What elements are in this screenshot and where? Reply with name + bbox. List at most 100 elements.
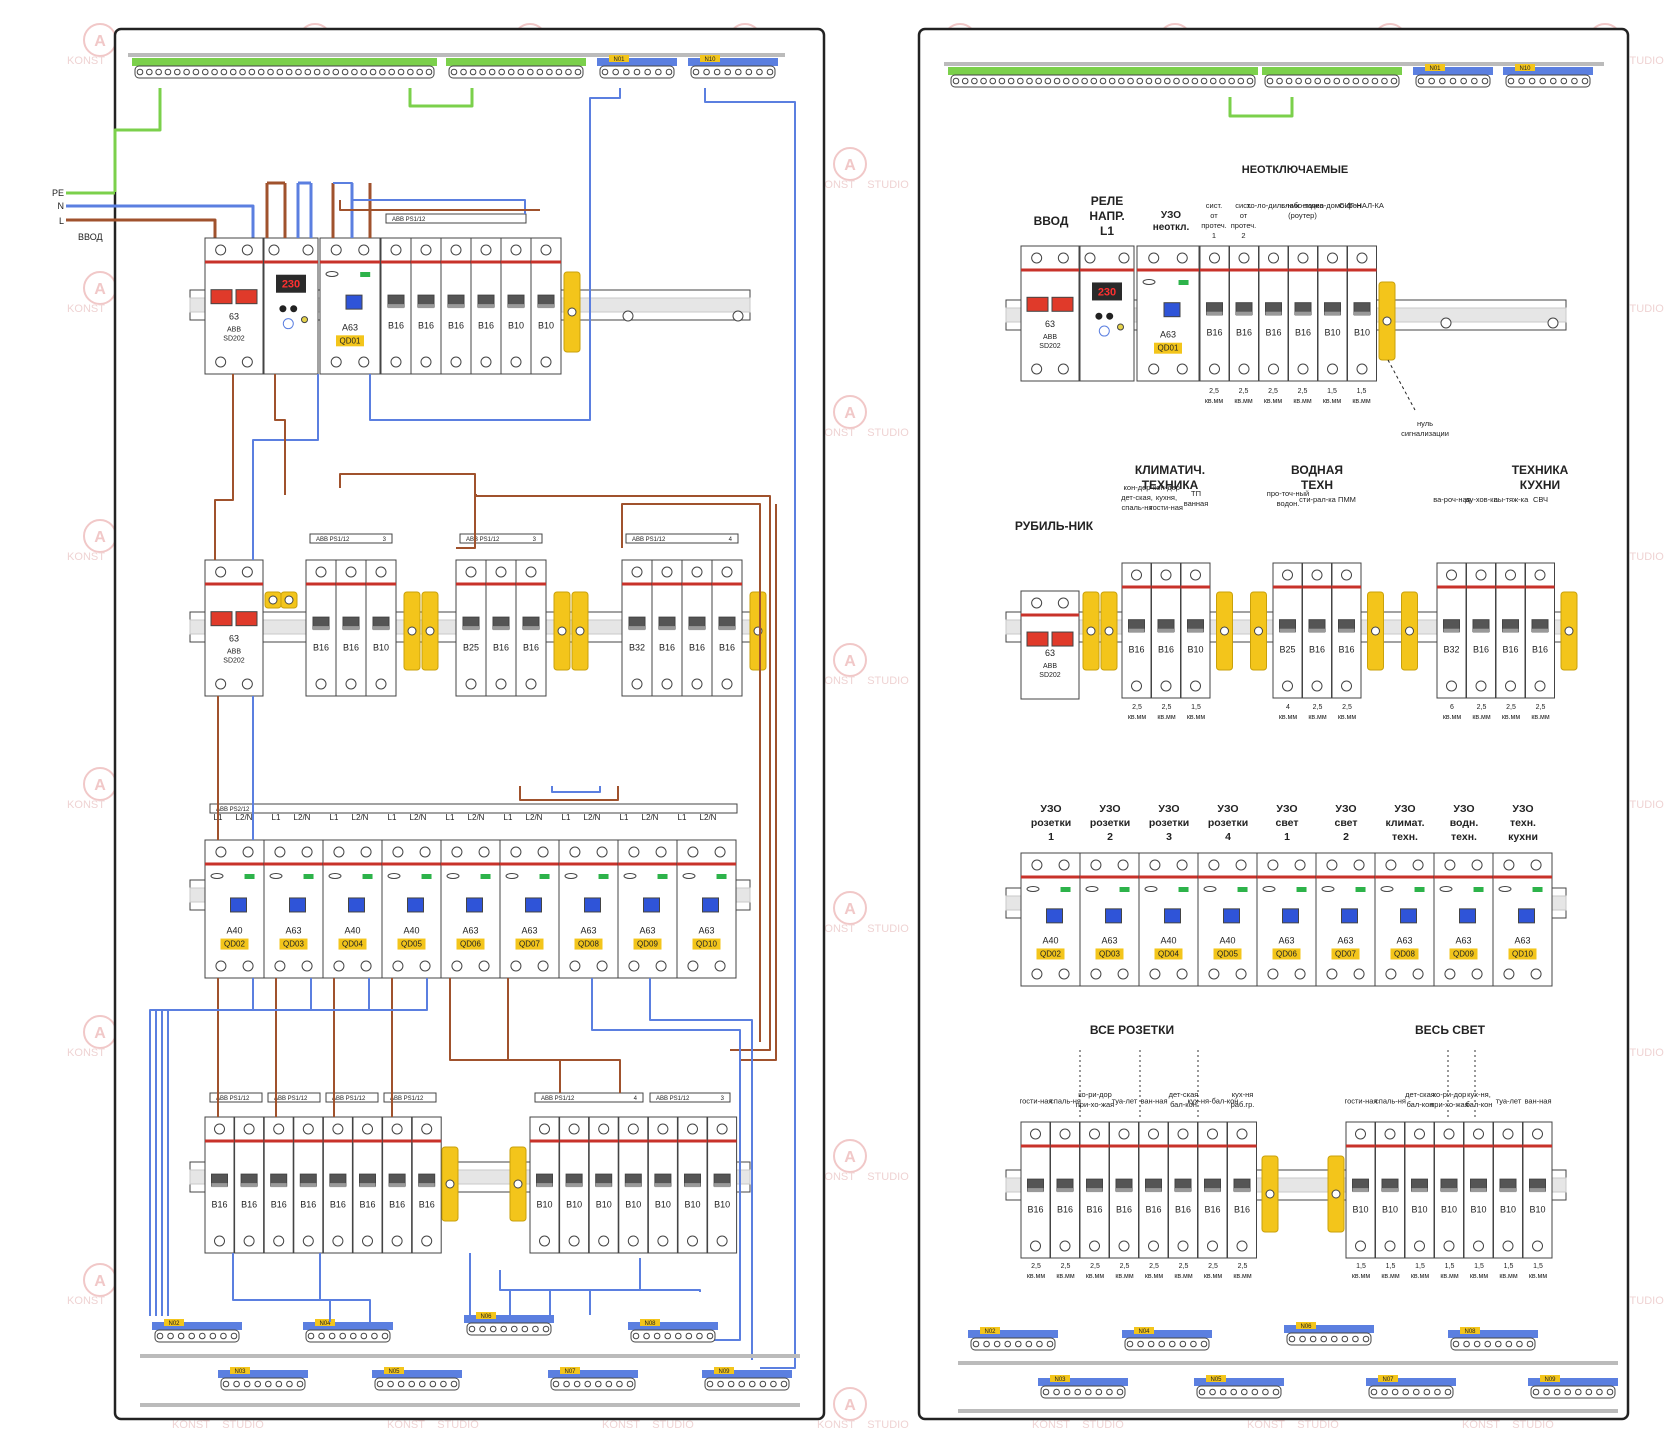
relay-body xyxy=(263,237,319,375)
busbar-tag-bg xyxy=(1206,1375,1226,1382)
busbar-screw xyxy=(230,1332,238,1340)
terminal-screw xyxy=(1148,363,1160,375)
n-drop-wire xyxy=(589,1289,701,1315)
terminal-screw xyxy=(358,356,370,368)
busbar-screw xyxy=(696,1332,703,1340)
terminal-screw xyxy=(1282,680,1293,692)
end-stop-screw xyxy=(567,307,577,317)
rcd-rating: A63 xyxy=(639,926,655,936)
busbar-screw xyxy=(1481,77,1489,85)
rcd-toggle xyxy=(230,897,247,913)
busbar-body xyxy=(550,1377,636,1391)
terminal-screw xyxy=(539,1123,550,1135)
end-stop xyxy=(264,591,282,609)
end-stop-screw xyxy=(1254,626,1263,636)
breaker-rating: B16 xyxy=(448,320,464,330)
terminal-screw xyxy=(1268,363,1279,375)
busbar-tag-bg xyxy=(1378,1375,1398,1382)
breaker-rating: B16 xyxy=(689,642,705,652)
terminal-screw xyxy=(510,846,522,858)
busbar-screw xyxy=(1200,1340,1208,1348)
row4-breaker: B16 xyxy=(411,1116,442,1254)
busbar-tag-bg xyxy=(714,1367,734,1374)
busbar-screw xyxy=(381,1332,389,1340)
busbar-screw xyxy=(532,1325,539,1333)
row2-breaker: B16 xyxy=(1525,562,1555,699)
main-breaker-model: SD202 xyxy=(223,658,245,665)
terminal-screw xyxy=(419,846,431,858)
breaker-rating: B10 xyxy=(1352,1204,1368,1214)
watermark-letter: A xyxy=(844,405,856,422)
terminal-screw xyxy=(1297,252,1309,264)
busbar-screw xyxy=(1036,1340,1043,1348)
row1-breaker: B10 xyxy=(1347,245,1377,382)
end-stop xyxy=(280,591,298,609)
breaker-rating: B25 xyxy=(1279,645,1295,655)
terminal-screw xyxy=(1238,252,1250,264)
busbar-screw xyxy=(376,1380,384,1388)
terminal-screw xyxy=(302,1123,314,1135)
busbar-screw xyxy=(146,68,153,76)
row4-breaker: B16 xyxy=(1138,1121,1169,1259)
breaker-toggle-base xyxy=(538,304,554,309)
busbar-screw xyxy=(220,68,228,76)
terminal-screw xyxy=(714,960,726,972)
terminal-screw xyxy=(1089,1240,1100,1252)
rcd-tag-bg xyxy=(338,938,367,950)
main-breaker-toggle xyxy=(210,289,233,305)
busbar-screw xyxy=(573,1380,581,1388)
busbar-screw xyxy=(664,1332,672,1340)
rcd-body xyxy=(1020,852,1081,987)
busbar-tag-bg xyxy=(1134,1327,1154,1334)
breaker-toggle-base xyxy=(1206,311,1223,316)
n-busbar: N01 xyxy=(1413,64,1493,88)
terminal-screw xyxy=(1412,859,1424,871)
rcd-indicator xyxy=(539,874,550,879)
busbar-tag-bg xyxy=(315,1319,335,1326)
busbar-screw xyxy=(1014,1340,1022,1348)
terminal-screw xyxy=(1118,1240,1130,1252)
comb-count: 3 xyxy=(533,537,537,543)
row1-breaker: B16 xyxy=(410,237,442,375)
busbar-screw xyxy=(1219,1388,1227,1396)
breaker-toggle-base xyxy=(389,1183,406,1188)
busbar-screw xyxy=(1136,77,1144,85)
busbar-screw xyxy=(469,68,477,76)
breaker-rating: B16 xyxy=(389,1199,405,1209)
breaker-toggle-base xyxy=(629,626,645,631)
rail-hole xyxy=(1440,317,1452,329)
terminal-screw xyxy=(716,1123,728,1135)
rcd-test-button xyxy=(1498,886,1512,892)
watermark-suffix: STUDIO xyxy=(1082,1419,1124,1431)
row4-breaker: B16 xyxy=(1227,1121,1257,1259)
watermark-brand: KONST xyxy=(67,1295,105,1307)
busbar-tag: N09 xyxy=(1544,1377,1556,1383)
terminal-screw xyxy=(1207,1128,1218,1140)
terminal-screw xyxy=(214,1123,225,1135)
busbar-screw xyxy=(440,1380,447,1388)
watermark-brand: KONST xyxy=(67,303,105,315)
busbar-screw xyxy=(201,68,209,76)
left-panel-frame xyxy=(113,27,826,1421)
busbar-body xyxy=(1450,1337,1536,1351)
busbar-screw xyxy=(1330,1335,1338,1343)
watermark-letter: A xyxy=(94,281,106,298)
busbar-screw xyxy=(983,1340,990,1348)
main-breaker-rating: 63 xyxy=(1045,648,1055,658)
end-stop-screw xyxy=(1564,626,1574,636)
rcd-tag: QD05 xyxy=(1217,949,1238,958)
watermark-suffix: STUDIO xyxy=(1622,799,1664,811)
busbar-screw xyxy=(1179,1340,1187,1348)
breaker-toggle-base xyxy=(1027,1188,1044,1193)
busbar-screw xyxy=(1035,77,1042,85)
terminal-screw xyxy=(655,960,667,972)
relay-display xyxy=(1092,282,1122,301)
terminal-screw xyxy=(631,678,643,690)
main-breaker-brand: ABB xyxy=(227,649,241,656)
busbar-screw xyxy=(136,68,144,76)
